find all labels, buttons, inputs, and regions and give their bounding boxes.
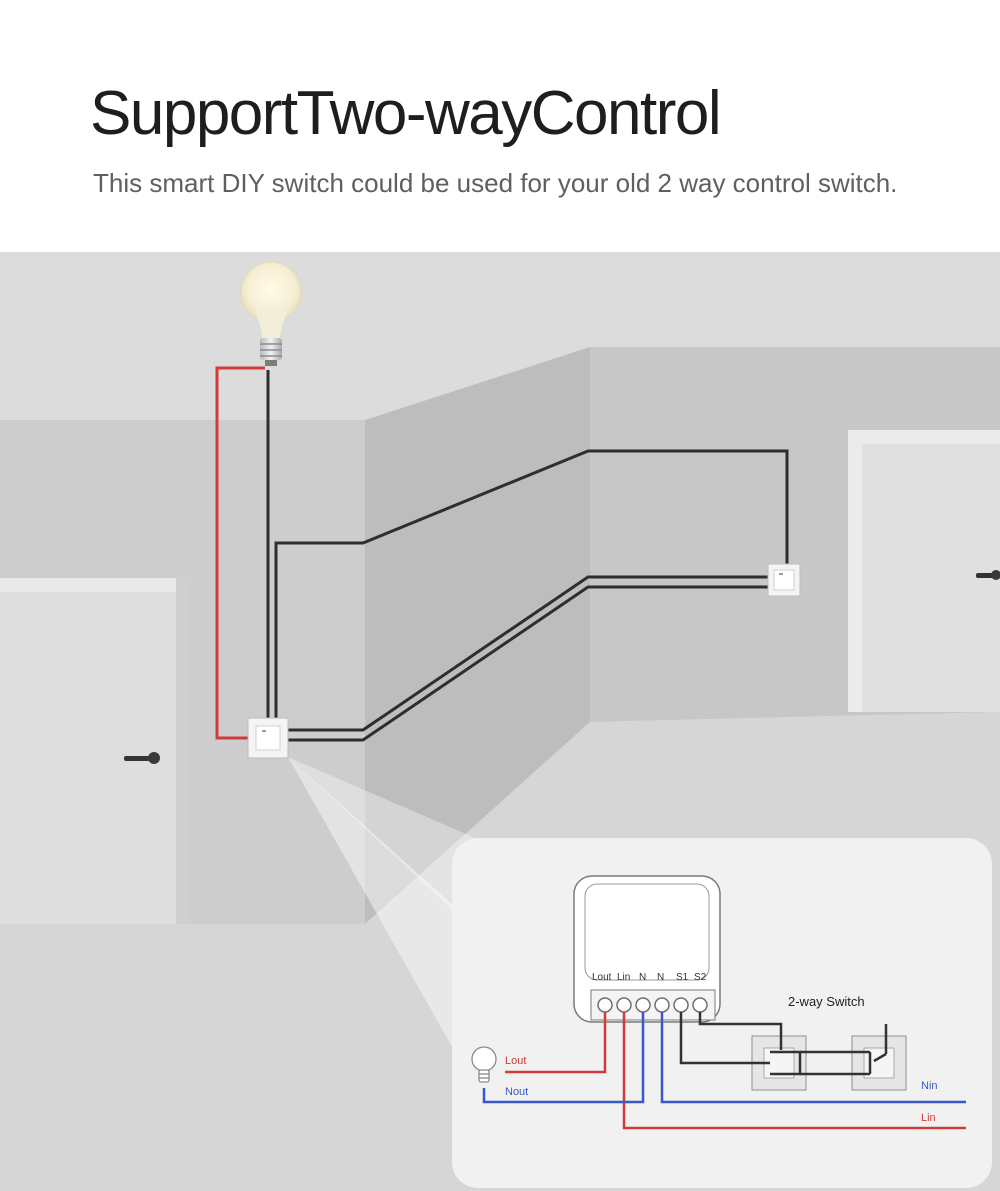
light-bulb-icon [471,1046,497,1083]
wiring-scene: Lout Lin N N S1 S2 2-way Switch [0,252,1000,1191]
wire-s1 [679,1012,756,1065]
zoom-beam [288,757,455,1052]
diagram-wires [482,1012,966,1130]
terminal-label-n1: N [639,972,646,983]
switch-label: 2-way Switch [788,994,865,1009]
wire-s2 [698,1012,783,1050]
wire-label-lout: Lout [505,1055,526,1067]
light-bulb-icon [240,261,302,366]
wire-lin [622,1012,966,1130]
door-handle-icon [124,752,160,764]
wire-label-nout: Nout [505,1086,528,1098]
wall-switch-icon [767,563,801,597]
wire-lout [505,1012,607,1074]
terminal-label-s1: S1 [676,972,689,983]
corner-wall [365,347,590,924]
traveller-wire-a [288,575,770,732]
zoom-beam-edge [288,757,480,912]
wall-switch-icon [247,717,289,759]
room-wires [215,366,789,742]
wire-nin [660,1012,966,1104]
page-title: SupportTwo-wayControl [90,79,722,148]
traveller-wire-top [274,449,789,720]
header: SupportTwo-wayControl This smart DIY swi… [0,0,1000,252]
wiring-illustration: Lout Lin N N S1 S2 2-way Switch [0,252,1000,1191]
left-door [0,578,190,924]
switch-contacts-left [770,1050,802,1076]
door-handle-icon [976,570,1000,580]
wire-label-lin: Lin [921,1112,936,1124]
terminal-label-s2: S2 [694,972,707,983]
live-wire [215,366,265,740]
wiring-diagram-panel: Lout Lin N N S1 S2 2-way Switch [452,838,992,1188]
two-way-switch-right [851,1035,907,1091]
terminal-label-n2: N [657,972,664,983]
terminal-screws [597,997,708,1013]
terminal-label-lin: Lin [617,972,630,983]
terminal-label-lout: Lout [592,972,612,983]
traveller-wire-b [288,585,770,742]
wire-label-nin: Nin [921,1080,938,1092]
right-door [848,430,1000,712]
two-way-switch-left [751,1035,807,1091]
wire-nout [482,1012,645,1104]
smart-switch-module: Lout Lin N N S1 S2 [573,875,721,1023]
page-subtitle: This smart DIY switch could be used for … [93,168,898,198]
